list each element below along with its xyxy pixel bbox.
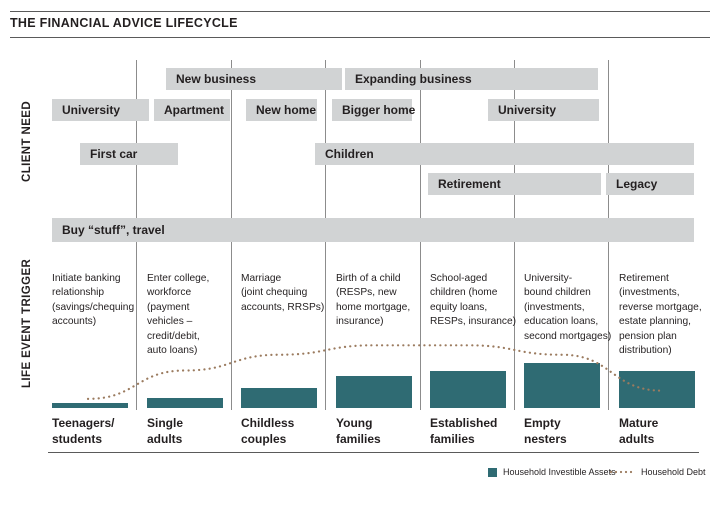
trigger-young-families: Birth of a child (RESPs, new home mortga… [336,273,411,328]
diagram-title: THE FINANCIAL ADVICE LIFECYCLE [10,16,238,30]
title-rule [10,37,710,38]
need-bar-new-home: New home [246,99,317,121]
stage-established-families: Established families [430,416,498,446]
legend-assets-label: Household Investible Assets [503,467,616,477]
stage-empty-nesters: Empty nesters [524,416,567,446]
stage-single-adults: Single adults [147,416,184,446]
trigger-teenagers: Initiate banking relationship (savings/c… [52,273,135,328]
trigger-mature-adults: Retirement (investments, reverse mortgag… [619,273,702,357]
need-bar-university-2: University [488,99,599,121]
need-bar-retirement: Retirement [428,173,601,195]
need-bar-buy-stuff: Buy “stuff”, travel [52,218,694,242]
trigger-empty-nesters: University- bound children (investments,… [524,273,612,342]
debt-line [86,344,664,400]
stage-teenagers-students: Teenagers/ students [52,416,115,446]
need-bar-legacy: Legacy [606,173,694,195]
need-bar-university: University [52,99,149,121]
assets-bar [147,398,223,408]
stage-young-families: Young families [336,416,381,446]
assets-bar [336,375,412,408]
need-bar-bigger-home: Bigger home [332,99,415,121]
assets-swatch-icon [488,467,497,477]
need-bar-apartment: Apartment [154,99,230,121]
need-bar-first-car: First car [80,143,178,165]
assets-bar [241,388,317,408]
need-bar-expanding-business: Expanding business [345,68,598,90]
need-bar-children: Children [315,143,694,165]
stage-childless-couples: Childless couples [241,416,295,446]
assets-bar [524,363,600,408]
trigger-childless-couples: Marriage (joint chequing accounts, RRSPs… [241,273,325,313]
legend-assets: Household Investible Assets [488,467,616,477]
assets-bar [430,370,506,408]
assets-bar [619,370,695,408]
top-rule [10,11,710,12]
need-bar-new-business: New business [166,68,342,90]
assets-bar [52,403,128,408]
trigger-established-families: School-aged children (home equity loans,… [430,273,517,328]
trigger-single-adults: Enter college, workforce (payment vehicl… [147,273,210,357]
legend-debt: Household Debt [609,467,706,477]
legend-debt-label: Household Debt [641,467,706,477]
bottom-rule [48,452,699,453]
stage-mature-adults: Mature adults [619,416,659,446]
dotted-line-icon [609,470,633,474]
